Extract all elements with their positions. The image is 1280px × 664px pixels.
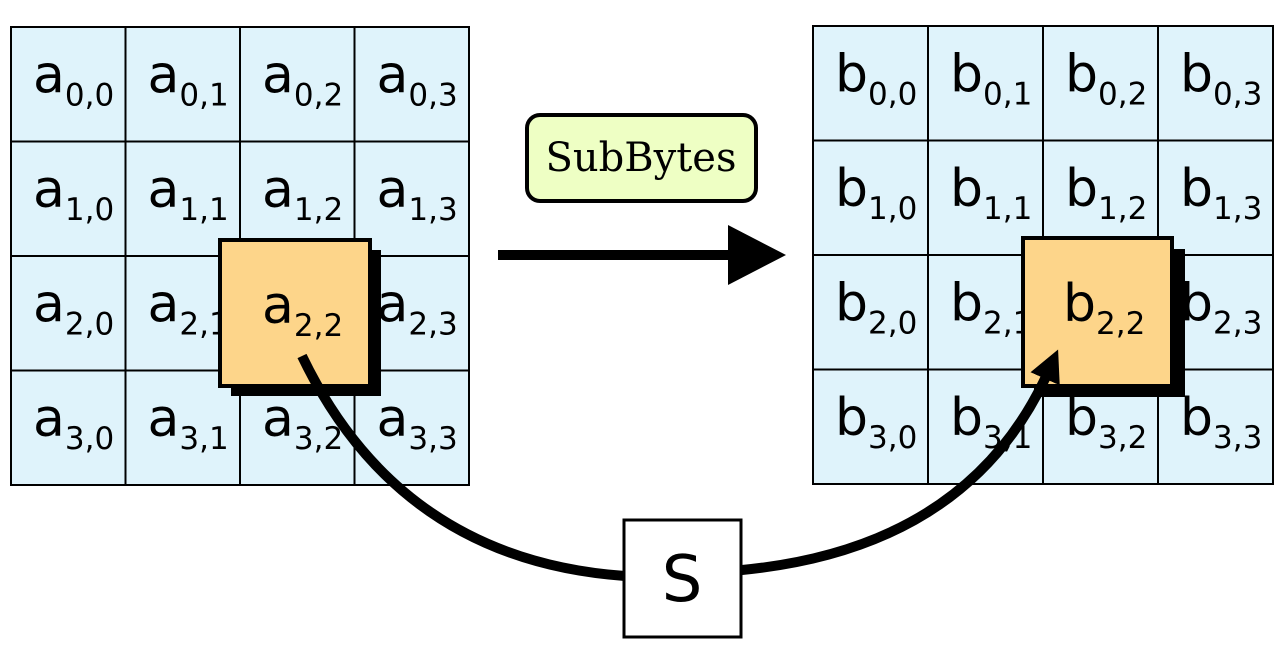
sbox-output-arrow (741, 349, 1060, 575)
sbox-mapping-curve (297, 353, 626, 581)
input-state-cell (10, 255, 127, 372)
input-state-cell-label: a0,2 (262, 45, 343, 113)
output-state-cell-label: b0,1 (950, 44, 1032, 112)
input-state-cell-label: a0,1 (148, 45, 229, 113)
input-state-cell (239, 26, 356, 143)
input-state-cell-label: a3,1 (148, 389, 229, 457)
subbytes-label-box: SubBytes (525, 113, 758, 203)
input-highlighted-byte: a2,2 (218, 238, 381, 396)
output-state-cell-label: b0,3 (1180, 44, 1262, 112)
input-state-cell-label: a1,2 (262, 160, 343, 228)
input-state-cell (353, 140, 470, 257)
input-state-cell-label: a2,3 (377, 274, 458, 342)
subbytes-label: SubBytes (545, 135, 736, 181)
input-highlighted-label: a2,2 (262, 276, 343, 344)
output-state-cell-label: b1,0 (835, 159, 917, 227)
output-highlighted-byte: b2,2 (1021, 236, 1185, 397)
right-arrow-icon (498, 225, 786, 285)
output-state-cell (1157, 139, 1274, 256)
output-state-cell-label: b2,0 (835, 273, 917, 341)
input-state-cell-label: a3,3 (377, 389, 458, 457)
output-state-cell-label: b3,0 (835, 388, 917, 456)
output-state-cell (927, 25, 1044, 142)
output-state-cell-label: b3,1 (950, 388, 1032, 456)
input-state-cell (124, 140, 241, 257)
output-state-cell-label: b0,0 (835, 44, 917, 112)
input-state-cell (10, 369, 127, 486)
input-state-cell (353, 26, 470, 143)
input-state-cell (239, 140, 356, 257)
input-state-cell (10, 26, 127, 143)
input-state-cell-label: a3,2 (262, 389, 343, 457)
input-state-cell-label: a1,1 (148, 160, 229, 228)
output-state-cell (812, 25, 929, 142)
input-state-cell-label: a2,0 (33, 274, 114, 342)
output-state-cell (812, 368, 929, 485)
s-box-label: S (662, 543, 703, 617)
output-highlighted-label: b2,2 (1063, 274, 1145, 342)
input-state-cell-label: a0,3 (377, 45, 458, 113)
output-state-cell-label: b1,2 (1065, 159, 1147, 227)
output-state-cell (1157, 25, 1274, 142)
input-state-cell-label: a1,3 (377, 160, 458, 228)
output-state-cell-label: b1,3 (1180, 159, 1262, 227)
output-state-cell (812, 254, 929, 371)
input-state-cell-label: a1,0 (33, 160, 114, 228)
input-state-cell-label: a0,0 (33, 45, 114, 113)
output-state-cell-label: b0,2 (1065, 44, 1147, 112)
output-state-cell-label: b3,3 (1180, 388, 1262, 456)
output-state-cell-label: b1,1 (950, 159, 1032, 227)
output-state-cell (1042, 139, 1159, 256)
output-state-cell-label: b3,2 (1065, 388, 1147, 456)
input-state-cell-label: a3,0 (33, 389, 114, 457)
output-state-cell (812, 139, 929, 256)
output-state-cell-label: b2,3 (1180, 273, 1262, 341)
s-box: S (622, 518, 743, 639)
